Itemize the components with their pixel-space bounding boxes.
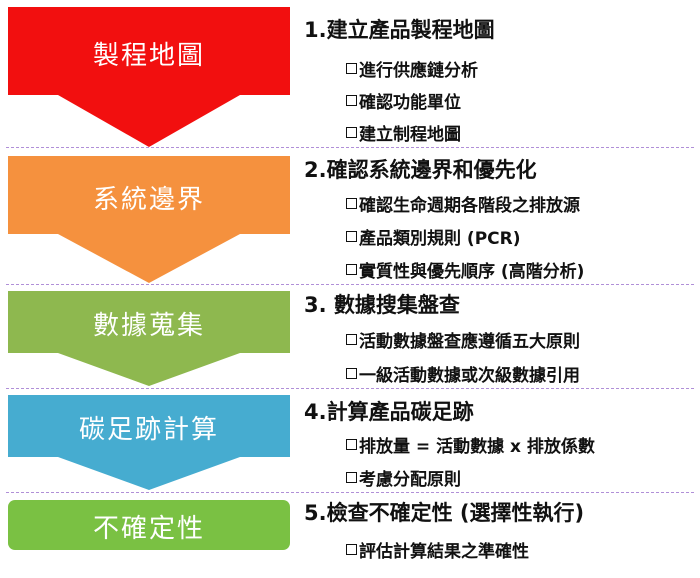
step-5-bullet-1: 評估計算結果之準確性 [346, 537, 529, 562]
step-1-bullet-2: 確認功能單位 [346, 88, 461, 113]
step-2-arrow: 系統邊界 [8, 156, 290, 283]
step-1-title: 1.建立產品製程地圖 [304, 18, 495, 42]
checkbox-icon [346, 334, 357, 345]
divider-1 [6, 147, 694, 148]
step-1-arrow: 製程地圖 [8, 7, 290, 147]
step-3-title: 3. 數據搜集盤查 [304, 293, 460, 317]
divider-4 [6, 492, 694, 493]
step-5-label: 不確定性 [92, 514, 205, 544]
step-4-bullet-1: 排放量 = 活動數據 x 排放係數 [346, 432, 595, 457]
divider-3 [6, 388, 694, 389]
step-2-label: 系統邊界 [92, 185, 205, 215]
checkbox-icon [346, 127, 357, 138]
checkbox-icon [346, 231, 357, 242]
divider-2 [6, 284, 694, 285]
checkbox-icon [346, 95, 357, 106]
step-2-bullet-2: 產品類別規則 (PCR) [346, 224, 520, 249]
checkbox-icon [346, 264, 357, 275]
checkbox-icon [346, 63, 357, 74]
step-1-bullet-3: 建立制程地圖 [346, 120, 461, 145]
checkbox-icon [346, 368, 357, 379]
checkbox-icon [346, 198, 357, 209]
step-4-bullet-2: 考慮分配原則 [346, 465, 461, 490]
step-1-label: 製程地圖 [92, 41, 205, 71]
step-2-title: 2.確認系統邊界和優先化 [304, 158, 537, 182]
step-5-box: 不確定性 [8, 500, 290, 550]
checkbox-icon [346, 544, 357, 555]
step-5-title: 5.檢查不確定性 (選擇性執行) [304, 501, 585, 525]
checkbox-icon [346, 439, 357, 450]
step-1-bullet-1: 進行供應鏈分析 [346, 56, 478, 81]
step-4-label: 碳足跡計算 [78, 415, 219, 445]
step-3-label: 數據蒐集 [92, 311, 205, 341]
step-3-arrow: 數據蒐集 [8, 291, 290, 386]
step-2-bullet-1: 確認生命週期各階段之排放源 [346, 191, 580, 216]
step-3-bullet-2: 一級活動數據或次級數據引用 [346, 361, 580, 386]
checkbox-icon [346, 472, 357, 483]
step-4-arrow: 碳足跡計算 [8, 395, 290, 490]
step-2-bullet-3: 實質性與優先順序 (高階分析) [346, 257, 584, 282]
step-4-title: 4.計算產品碳足跡 [304, 400, 474, 424]
step-3-bullet-1: 活動數據盤查應遵循五大原則 [346, 327, 580, 352]
